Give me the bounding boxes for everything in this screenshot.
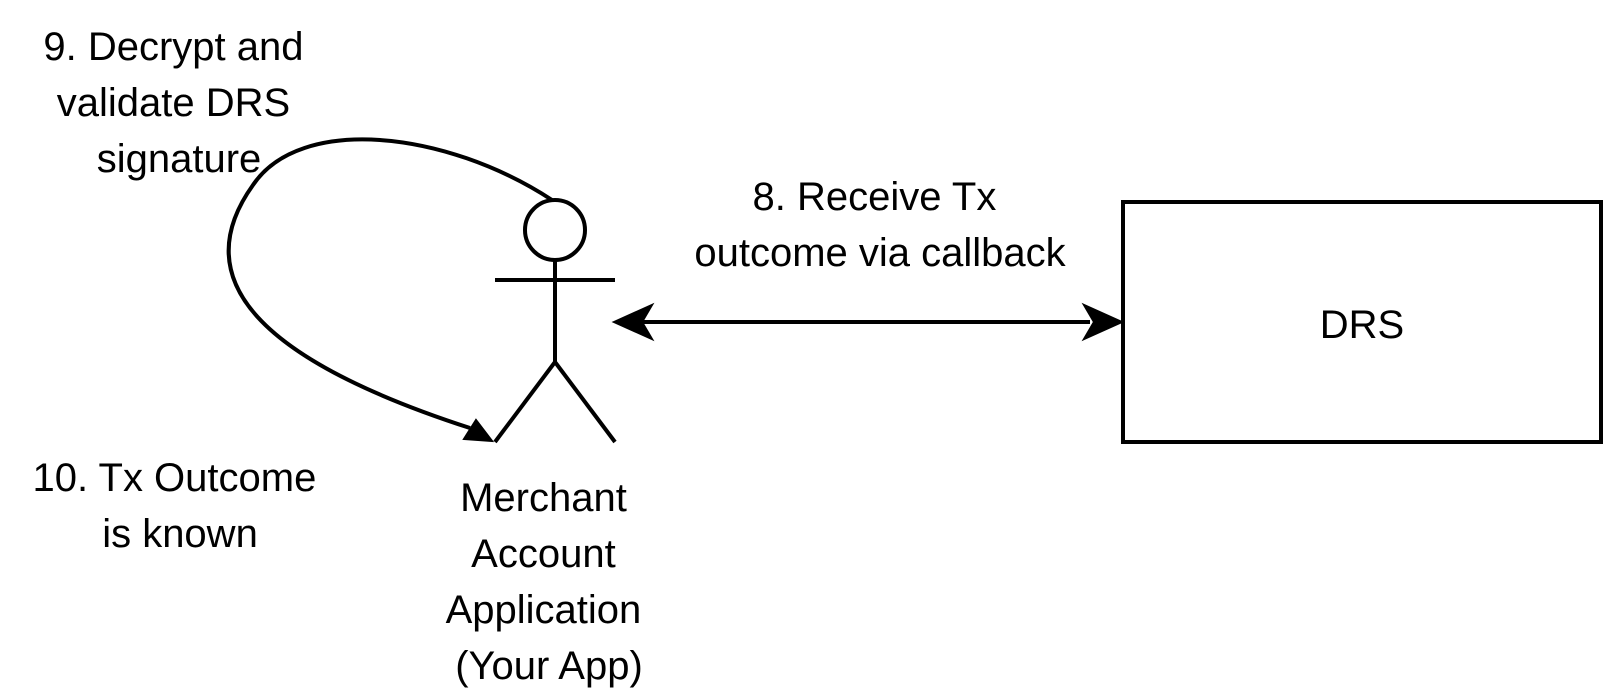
self-loop-label-line: signature [97, 137, 262, 181]
drs-box [1121, 200, 1603, 444]
self-loop-label: 9. Decrypt and validate DRS signature [43, 25, 314, 181]
actor-label-line: Account [471, 532, 616, 576]
callback-arrow [611, 302, 1125, 342]
actor-label-line: (Your App) [455, 644, 643, 688]
self-loop-arrow [226, 137, 554, 443]
actor-label-line: Application [446, 588, 642, 632]
actor-left-leg [493, 360, 557, 444]
callback-edge-label: 8. Receive Tx outcome via callback [694, 175, 1066, 275]
self-loop-label-line: 9. Decrypt and [43, 25, 303, 69]
outcome-note: 10. Tx Outcome is known [33, 456, 328, 556]
self-loop-label-line: validate DRS [57, 81, 290, 125]
actor-head [523, 198, 587, 262]
callback-arrowhead-right [1081, 302, 1125, 342]
callback-arrowhead-left [611, 302, 655, 342]
self-loop-curve [226, 137, 554, 430]
drs-node[interactable]: DRS [1121, 200, 1603, 444]
outcome-note-line: is known [102, 512, 258, 556]
actor-label-line: Merchant [460, 476, 627, 520]
self-loop-arrowhead [462, 418, 495, 443]
actor-right-leg [553, 360, 617, 444]
outcome-note-line: 10. Tx Outcome [33, 456, 317, 500]
drs-label: DRS [1320, 303, 1404, 347]
callback-edge-label-line: outcome via callback [694, 231, 1066, 275]
callback-edge-label-line: 8. Receive Tx [753, 175, 997, 219]
actor-figure[interactable] [493, 198, 617, 444]
actor-label: Merchant Account Application (Your App) [446, 476, 653, 688]
